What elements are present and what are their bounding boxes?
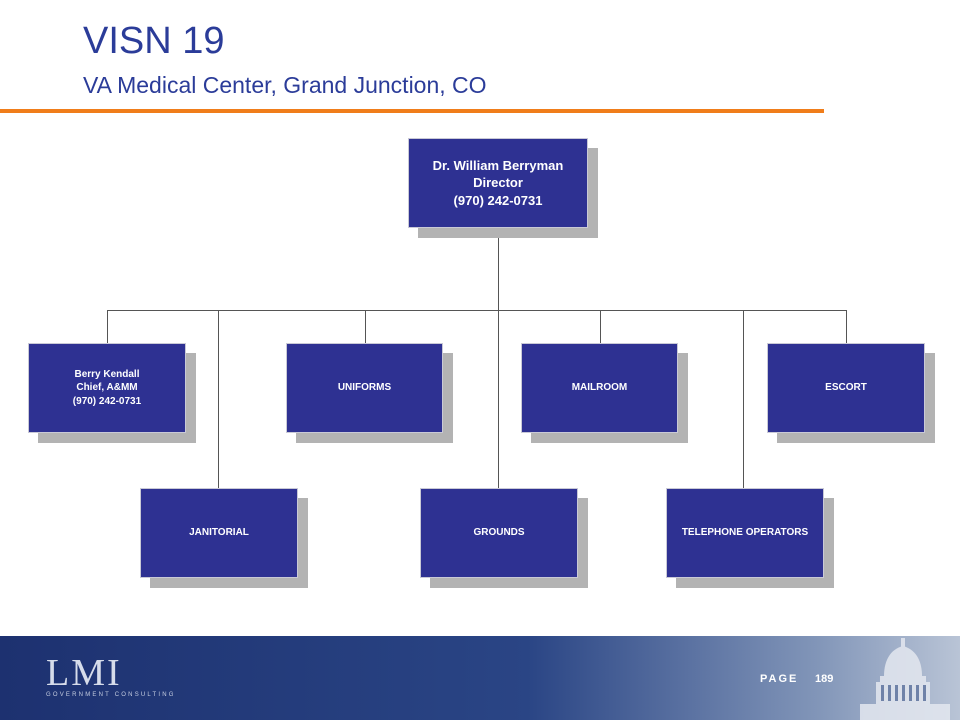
connector-janitorial bbox=[218, 310, 219, 489]
lmi-logo-tagline: GOVERNMENT CONSULTING bbox=[46, 692, 176, 698]
telephone-operators-label: TELEPHONE OPERATORS bbox=[681, 527, 809, 539]
footer-band bbox=[0, 636, 960, 720]
org-box-uniforms: UNIFORMS bbox=[286, 343, 443, 433]
connector-mailroom bbox=[600, 310, 601, 344]
director-name: Dr. William Berryman bbox=[432, 157, 564, 173]
director-phone: (970) 242-0731 bbox=[453, 192, 543, 208]
connector-director-trunk bbox=[498, 228, 499, 311]
accent-rule bbox=[0, 109, 824, 113]
connector-grounds bbox=[498, 310, 499, 489]
org-box-grounds: GROUNDS bbox=[420, 488, 578, 578]
berry-kendall-phone: (970) 242-0731 bbox=[72, 395, 142, 407]
page-number: 189 bbox=[815, 673, 834, 685]
org-box-escort: ESCORT bbox=[767, 343, 925, 433]
mailroom-label: MAILROOM bbox=[571, 382, 628, 394]
org-box-mailroom: MAILROOM bbox=[521, 343, 678, 433]
capitol-dome-icon bbox=[860, 638, 950, 720]
org-box-director: Dr. William Berryman Director (970) 242-… bbox=[408, 138, 588, 228]
page-title: VISN 19 bbox=[83, 20, 225, 62]
connector-berry-kendall bbox=[107, 310, 108, 344]
connector-horizontal-bus bbox=[107, 310, 847, 311]
janitorial-label: JANITORIAL bbox=[189, 527, 249, 539]
page-label: PAGE bbox=[760, 673, 799, 685]
escort-label: ESCORT bbox=[825, 382, 867, 394]
berry-kendall-name: Berry Kendall bbox=[74, 368, 140, 380]
lmi-logo: LMI GOVERNMENT CONSULTING bbox=[46, 652, 173, 704]
berry-kendall-title: Chief, A&MM bbox=[76, 382, 138, 394]
director-title: Director bbox=[473, 175, 523, 191]
lmi-logo-text: LMI bbox=[46, 652, 122, 694]
org-box-janitorial: JANITORIAL bbox=[140, 488, 298, 578]
connector-escort bbox=[846, 310, 847, 344]
page-subtitle: VA Medical Center, Grand Junction, CO bbox=[83, 72, 487, 98]
connector-uniforms bbox=[365, 310, 366, 344]
org-box-telephone-operators: TELEPHONE OPERATORS bbox=[666, 488, 824, 578]
grounds-label: GROUNDS bbox=[473, 527, 525, 539]
connector-telephone-operators bbox=[743, 310, 744, 489]
org-box-berry-kendall: Berry Kendall Chief, A&MM (970) 242-0731 bbox=[28, 343, 186, 433]
uniforms-label: UNIFORMS bbox=[337, 382, 392, 394]
